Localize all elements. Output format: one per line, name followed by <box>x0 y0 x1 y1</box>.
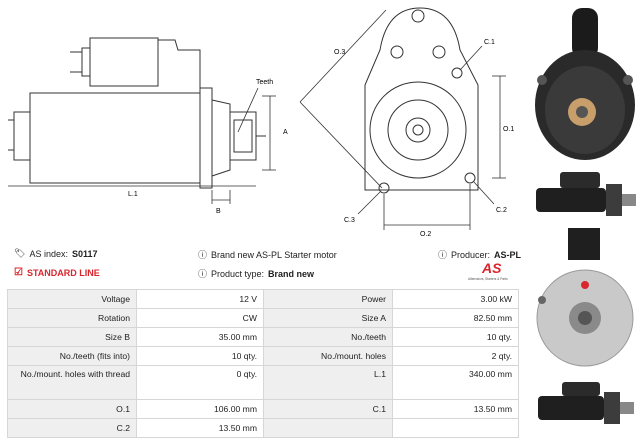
as-logo: AS Alternators, Starters & Parts <box>468 260 518 282</box>
spec-value: 10 qty. <box>392 327 519 347</box>
spec-value: 106.00 mm <box>136 399 264 419</box>
as-index: 🏷︎ AS index: S0117 <box>14 248 98 259</box>
spec-label: No./teeth <box>263 327 393 347</box>
info-circle-icon: ⓘ <box>198 269 208 279</box>
spec-value: 82.50 mm <box>392 308 519 328</box>
c3-label: C.3 <box>344 217 355 224</box>
photo-rear-view <box>536 228 634 367</box>
checked-box-icon: ☑ <box>14 267 23 278</box>
teeth-label: Teeth <box>256 79 273 86</box>
spec-label <box>263 418 393 438</box>
o2-label: O.2 <box>420 231 431 238</box>
spec-value: 12 V <box>136 289 264 309</box>
spec-label: Voltage <box>7 289 137 309</box>
info-circle-icon: ⓘ <box>198 250 208 260</box>
o3-label: O.3 <box>334 49 345 56</box>
spec-label: Rotation <box>7 308 137 328</box>
l1-label: L.1 <box>128 191 138 198</box>
b-label: B <box>216 208 221 215</box>
spec-label: C.2 <box>7 418 137 438</box>
spec-value: 10 qty. <box>136 346 264 366</box>
spec-label: Size A <box>263 308 393 328</box>
o1-label: O.1 <box>503 126 514 133</box>
spec-value: 2 qty. <box>392 346 519 366</box>
spec-label: O.1 <box>7 399 137 419</box>
spec-value <box>392 418 519 438</box>
front-view-outline <box>364 7 479 194</box>
motor-body-outline <box>29 92 201 184</box>
spec-value: 0 qty. <box>136 365 264 400</box>
c1-label: C.1 <box>484 39 495 46</box>
product-photos <box>530 0 640 436</box>
spec-value: 13.50 mm <box>392 399 519 419</box>
spec-label: Size B <box>7 327 137 347</box>
svg-text:Alternators, Starters & Parts: Alternators, Starters & Parts <box>468 277 508 281</box>
spec-label: No./mount. holes <box>263 346 393 366</box>
spec-value: 3.00 kW <box>392 289 519 309</box>
product-type: ⓘ Product type: Brand new <box>198 268 315 280</box>
info-circle-icon: ⓘ <box>438 250 448 260</box>
technical-drawing: Teeth A L.1 B O.3 C.1 O.1 C.2 C.3 O.2 <box>8 7 514 238</box>
description: ⓘ Brand new AS-PL Starter motor <box>198 249 337 261</box>
solenoid-outline <box>89 37 159 87</box>
spec-label: No./teeth (fits into) <box>7 346 137 366</box>
svg-text:AS: AS <box>481 260 502 276</box>
photo-front-view <box>535 8 635 160</box>
spec-label: C.1 <box>263 399 393 419</box>
standard-line-badge: ☑ STANDARD LINE <box>14 267 100 278</box>
photo-side-view <box>536 172 636 216</box>
dim-o3-line <box>299 9 387 103</box>
table-row: No./teeth (fits into)10 qty.No./mount. h… <box>7 346 519 366</box>
a-label: A <box>283 129 288 136</box>
spec-label: No./mount. holes with thread <box>7 365 137 400</box>
spec-value: 13.50 mm <box>136 418 264 438</box>
tag-icon: 🏷︎ <box>14 248 26 258</box>
spec-value: CW <box>136 308 264 328</box>
spec-label: Power <box>263 289 393 309</box>
producer: ⓘ Producer: AS-PL <box>438 249 522 261</box>
c2-label: C.2 <box>496 207 507 214</box>
spec-value: 35.00 mm <box>136 327 264 347</box>
photo-side-view-2 <box>538 382 634 424</box>
as-index-value: S0117 <box>71 248 98 259</box>
spec-value: 340.00 mm <box>392 365 519 400</box>
product-info: 🏷︎ AS index: S0117 ☑ STANDARD LINE ⓘ Bra… <box>10 246 525 286</box>
spec-label: L.1 <box>263 365 393 400</box>
